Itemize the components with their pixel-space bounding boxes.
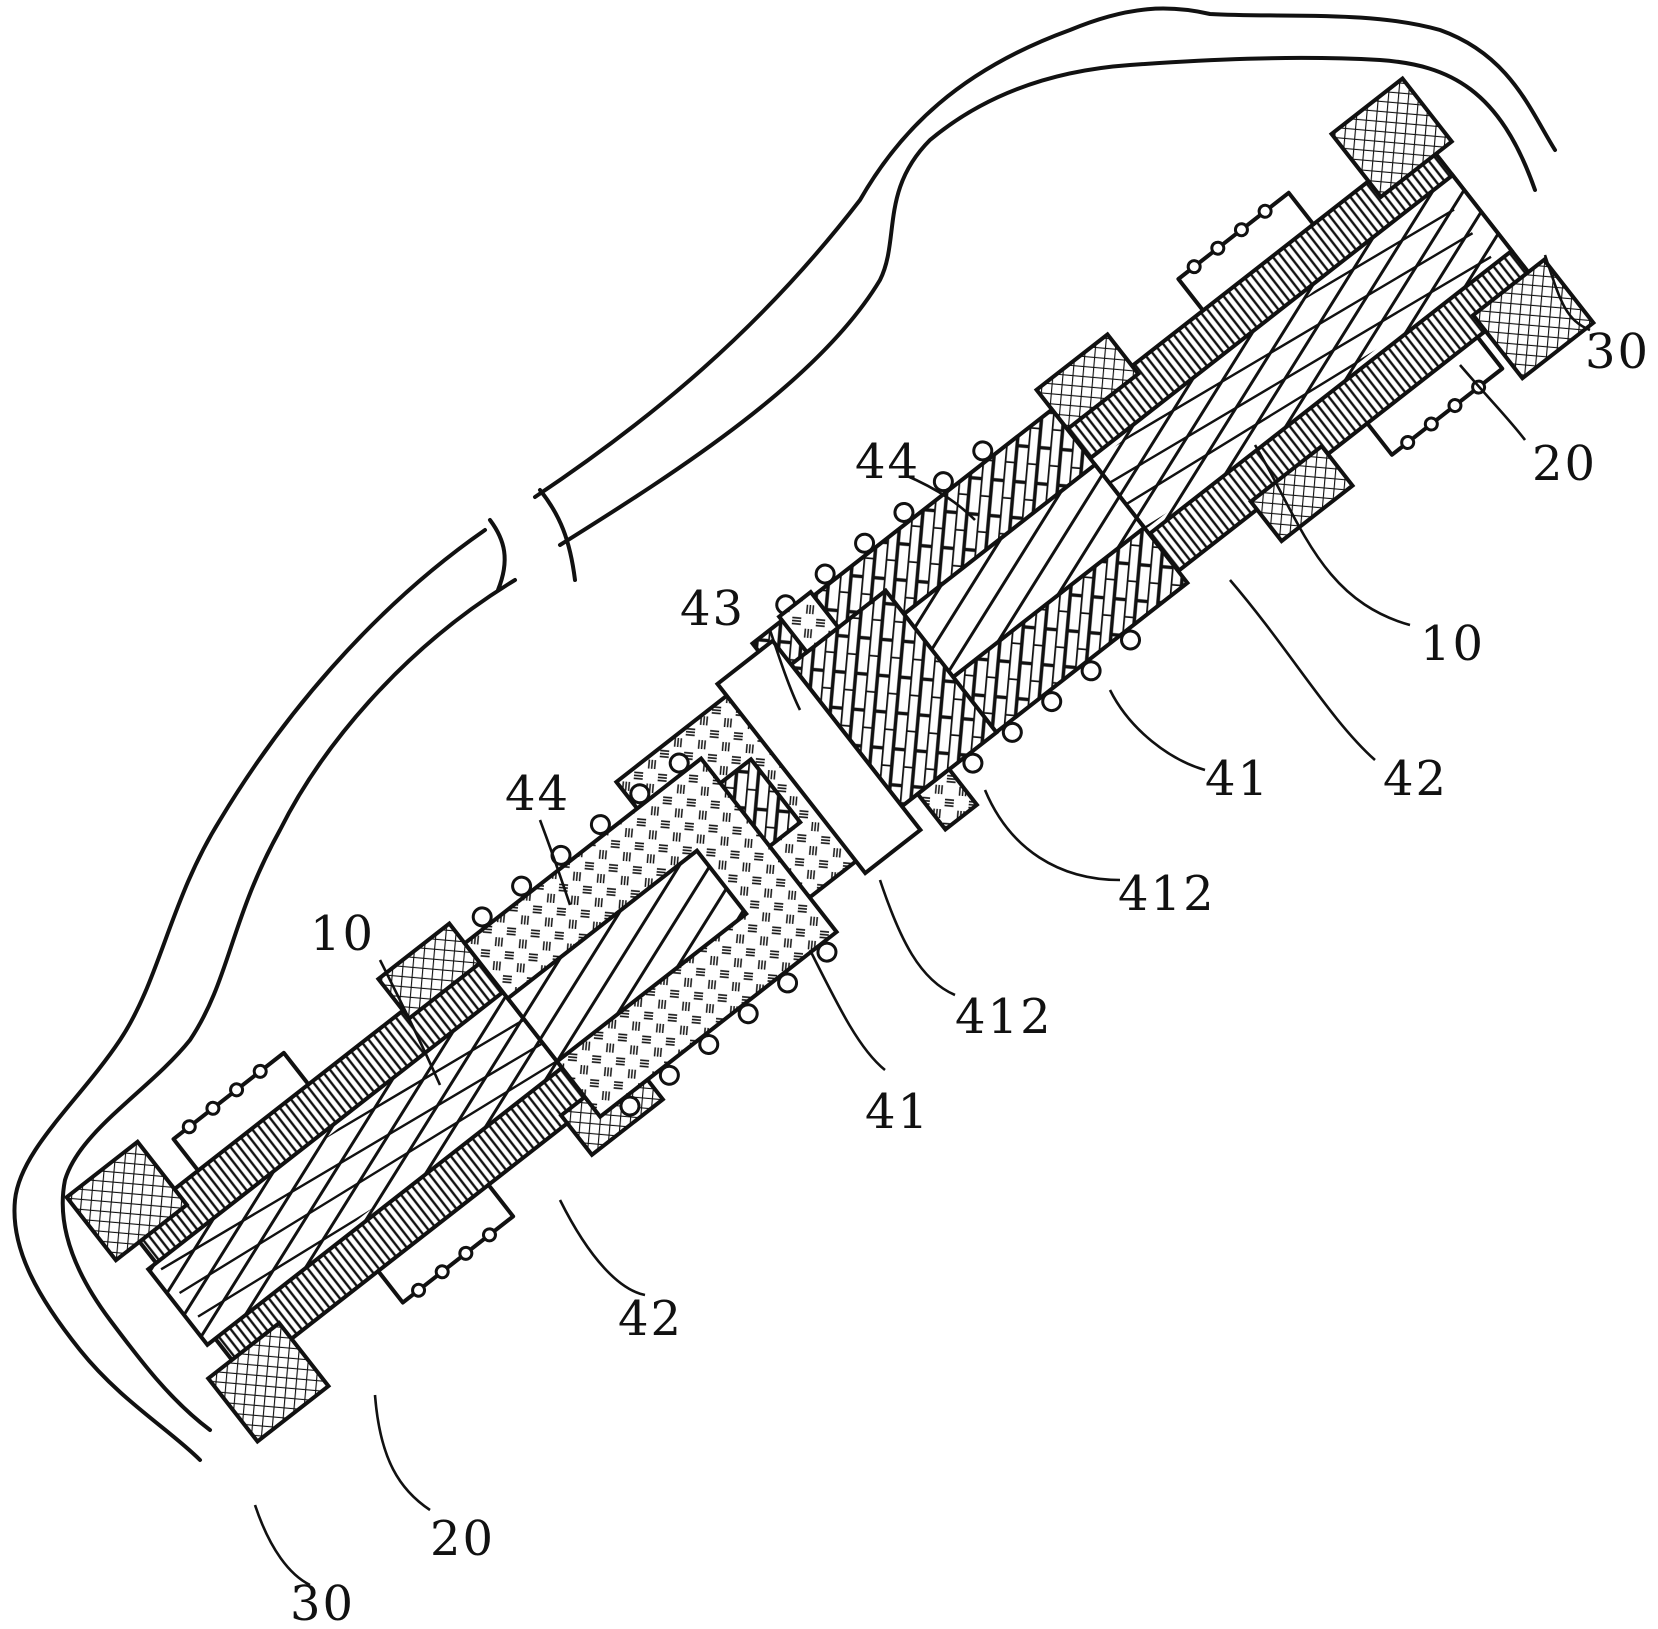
label-lower-41: 41 — [865, 1084, 930, 1140]
lower-sleeve-core — [505, 847, 749, 1065]
lower-bead-row-bottom — [619, 941, 838, 1117]
lower-clip-bottom — [376, 1182, 516, 1305]
leader-top-43 — [768, 629, 802, 711]
upper-end-cap-top — [1328, 75, 1455, 200]
upper-bead-row-top — [775, 440, 994, 616]
sheath-left-inner-line — [60, 578, 517, 1432]
lower-end-cap-top — [63, 1138, 190, 1264]
leader-right-41 — [1108, 689, 1206, 772]
break-symbol-right — [538, 488, 577, 582]
leader-right-42 — [1229, 579, 1376, 761]
lower-end-cap-bottom — [205, 1320, 332, 1445]
leader-lower-412 — [878, 879, 956, 997]
label-top-44: 44 — [855, 434, 920, 490]
label-top-30: 30 — [1585, 324, 1650, 380]
label-bottom-30: 30 — [290, 1576, 355, 1629]
upper-clip-bottom — [1365, 335, 1505, 457]
label-top-43: 43 — [680, 581, 745, 637]
label-lower-42: 42 — [618, 1291, 683, 1347]
connector-collar — [714, 638, 924, 876]
leader-lower-42 — [558, 1199, 646, 1297]
sheath-outer-line — [533, 6, 1557, 499]
leader-lines — [253, 254, 1591, 1587]
lower-bead-row-top — [471, 752, 690, 928]
outer-sheath — [12, 6, 1557, 1462]
label-right-42: 42 — [1383, 751, 1448, 807]
upper-end-cap-bottom — [1470, 256, 1597, 382]
leader-top-20 — [1459, 364, 1527, 441]
upper-clip-top — [1176, 190, 1316, 313]
label-top-20: 20 — [1532, 436, 1597, 492]
sheath-left-outer-line — [12, 528, 487, 1462]
leader-lower-41 — [808, 949, 886, 1072]
break-symbol-left — [488, 518, 507, 592]
reference-labels: 30 20 10 44 43 41 42 412 412 44 10 41 42… — [290, 324, 1650, 1629]
label-left-44: 44 — [505, 766, 570, 822]
label-right-41: 41 — [1205, 751, 1270, 807]
lower-clip-top — [171, 1050, 311, 1173]
sheath-inner-line — [558, 55, 1537, 547]
label-top-10: 10 — [1420, 616, 1485, 672]
label-lower-412: 412 — [955, 989, 1053, 1045]
leader-left-44 — [538, 819, 572, 906]
lower-cable-assembly — [63, 752, 840, 1445]
leader-top-44 — [904, 473, 976, 521]
leader-bottom-20 — [373, 1394, 431, 1512]
leader-left-10 — [378, 959, 442, 1086]
upper-seal-bottom — [1248, 443, 1356, 544]
label-left-10: 10 — [310, 906, 375, 962]
connector-tab-bottom — [914, 766, 980, 833]
leader-top-10 — [1253, 444, 1411, 627]
leader-top-30 — [1543, 254, 1591, 332]
leader-upper-412 — [983, 789, 1121, 882]
leader-bottom-30 — [253, 1504, 311, 1587]
label-upper-412: 412 — [1118, 866, 1216, 922]
connector-tab-top — [776, 589, 842, 655]
label-bottom-20: 20 — [430, 1511, 495, 1567]
